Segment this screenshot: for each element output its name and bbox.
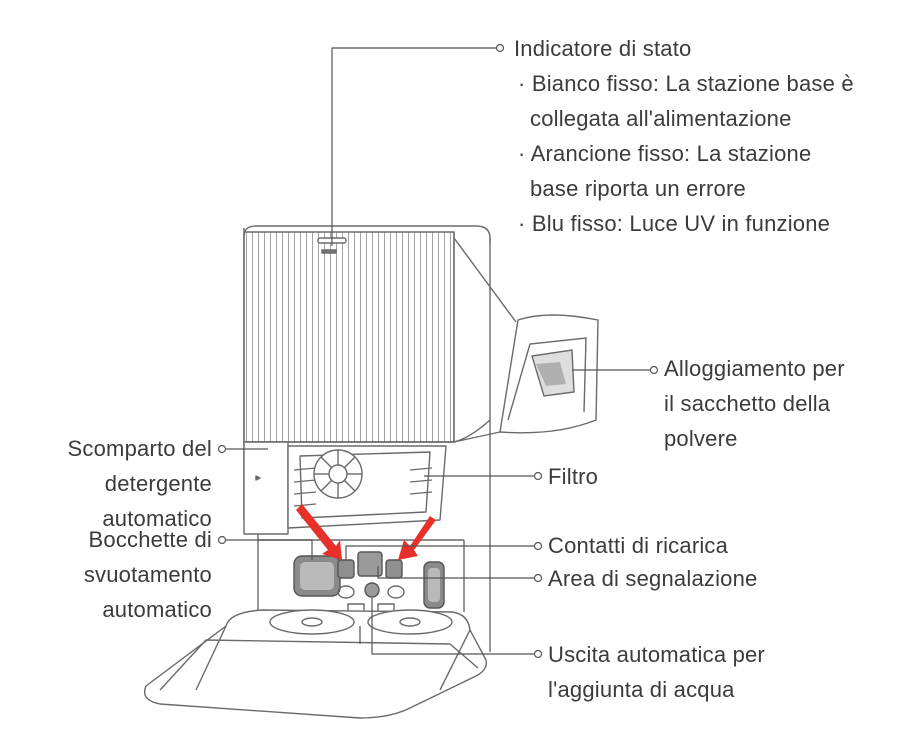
label-signal: Area di segnalazione [548,561,757,596]
nozzles-line-1: Bocchette di [88,527,212,552]
leader-lines [217,43,659,659]
arrow-right [398,516,436,560]
dust-bag-inset [453,237,599,443]
dust-bag-line-1: Alloggiamento per [664,356,845,381]
label-water-outlet: Uscita automatica per l'aggiunta di acqu… [548,637,765,707]
dust-bag-line-2: il sacchetto della [664,391,831,416]
leader-signal [377,566,534,579]
detergent-compartment [243,441,289,535]
nozzles-line-3: automatico [102,597,212,622]
status-line-5: · Blu fisso: Luce UV in funzione [518,211,831,236]
signal-area [357,551,383,577]
base-ramp [143,609,487,719]
label-nozzles: Bocchette di svuotamento automatico [84,522,212,627]
filter-frame [287,445,447,529]
label-dust-bag: Alloggiamento per il sacchetto della pol… [664,351,845,456]
red-arrows [296,504,436,560]
nozzles-line-2: svuotamento [83,562,212,587]
status-line-4: base riporta un errore [530,176,746,201]
leader-charging [345,545,534,560]
water-line-1: Uscita automatica per [548,642,765,667]
filter-line-1: Filtro [548,464,599,489]
leader-nozzles [226,539,313,560]
filter-grille [293,467,433,507]
label-status-indicator: Indicatore di stato · Bianco fisso: La s… [514,31,854,241]
status-line-1: · Bianco fisso: La stazione base è [518,71,854,96]
charging-contact-left [337,559,355,579]
status-light [321,249,337,254]
dust-bag-line-3: polvere [664,426,738,451]
label-filter: Filtro [548,459,598,494]
status-title: Indicatore di stato [514,36,692,61]
label-charging: Contatti di ricarica [548,528,728,563]
status-line-3: · Arancione fisso: La stazione [518,141,812,166]
top-lid [243,225,491,242]
status-line-2: collegata all'alimentazione [530,106,792,131]
filter-wheel-spokes [314,450,362,498]
detergent-line-3: automatico [102,506,212,531]
signal-line-1: Area di segnalazione [548,566,758,591]
leader-water [371,598,534,655]
dust-compartment [243,231,455,443]
detergent-line-2: detergente [104,471,212,496]
arrow-left [296,504,342,560]
label-detergent: Scomparto del detergente automatico [68,431,212,536]
charging-line-1: Contatti di ricarica [548,533,729,558]
mop-pad-left [269,609,355,635]
charging-contact-right [385,559,403,579]
detergent-line-1: Scomparto del [67,436,212,461]
leader-status [331,47,496,246]
base-station-illustration [143,225,491,719]
mop-pad-right [367,609,453,635]
water-outlet [364,582,380,598]
water-line-2: l'aggiunta di acqua [548,677,735,702]
